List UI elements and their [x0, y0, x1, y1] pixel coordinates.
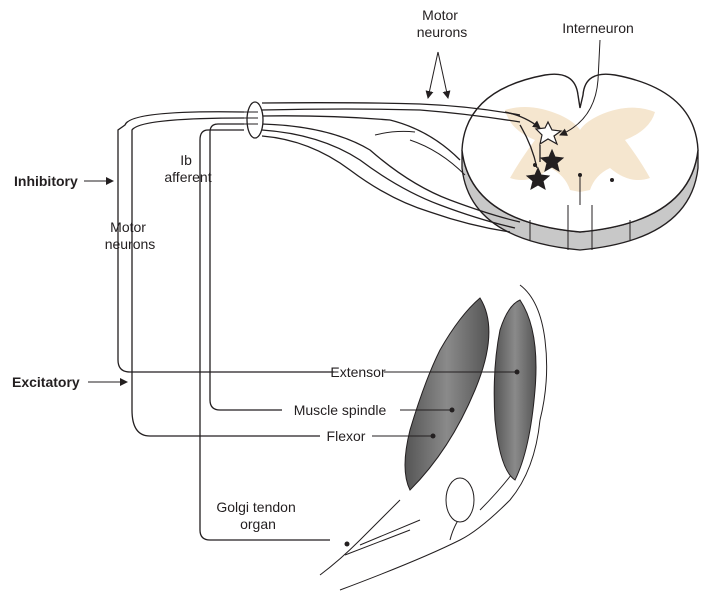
label-motor-neurons-top: Motor neurons: [417, 7, 468, 40]
inhibitory-motor-pathway: [118, 112, 340, 436]
label-excitatory: Excitatory: [12, 374, 80, 390]
motor-neurons-arrows: [428, 52, 448, 98]
label-golgi-tendon-organ: Golgi tendon organ: [216, 499, 299, 532]
label-motor-neurons-side: Motor neurons: [105, 219, 156, 252]
label-inhibitory: Inhibitory: [14, 173, 78, 189]
ib-afferent-pathway: [200, 124, 330, 540]
label-muscle-spindle: Muscle spindle: [294, 402, 387, 418]
label-ib-afferent: Ib afferent: [164, 152, 211, 185]
label-flexor: Flexor: [327, 428, 366, 444]
label-interneuron: Interneuron: [562, 20, 634, 36]
extensor-muscle: [494, 300, 536, 480]
label-extensor: Extensor: [330, 364, 386, 380]
flexor-muscle: [405, 298, 489, 490]
